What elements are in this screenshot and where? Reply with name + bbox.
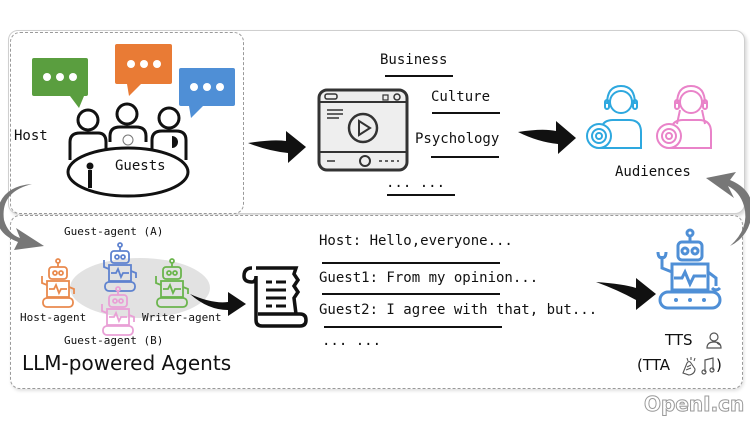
arrow-right-icon [248, 131, 306, 163]
audiences-label: Audiences [615, 164, 691, 180]
host-label: Host [14, 128, 48, 144]
audience-listener-icon [586, 84, 642, 149]
speech-bubble-icon [115, 44, 172, 96]
arrow-right-icon [596, 278, 656, 310]
script-scroll-icon [242, 266, 308, 328]
guest-agent-b-robot-icon [101, 286, 135, 336]
tta-label: (TTA [637, 356, 671, 374]
speech-bubble-icon [179, 68, 235, 118]
audience-listener-icon [656, 84, 712, 149]
script-underline [324, 326, 502, 328]
script-line-more: ... ... [322, 333, 382, 349]
topic-culture: Culture [431, 89, 491, 105]
guest-agent-a-label: Guest-agent (A) [64, 225, 164, 238]
topic-underline [385, 75, 453, 77]
clapping-hands-icon [682, 357, 696, 376]
guests-label: Guests [115, 158, 166, 174]
topic-more: ... ... [386, 175, 446, 191]
topic-underline [432, 112, 500, 114]
music-note-icon [701, 357, 715, 375]
media-player-icon [317, 88, 409, 172]
agents-title: LLM-powered Agents [22, 351, 232, 375]
speech-bubble-icon [32, 58, 88, 108]
topic-business: Business [380, 52, 448, 68]
script-underline [322, 293, 500, 295]
topic-underline [431, 156, 499, 158]
tts-label: TTS [665, 331, 693, 349]
script-underline [322, 262, 500, 264]
writer-agent-robot-icon [155, 258, 189, 308]
script-line-host: Host: Hello,everyone... [319, 233, 513, 249]
round-table-people-icon [66, 102, 190, 198]
topic-underline [387, 194, 455, 196]
host-agent-label: Host-agent [20, 311, 87, 324]
topic-psychology: Psychology [415, 131, 500, 147]
guest-agent-b-label: Guest-agent (B) [64, 334, 164, 347]
curved-arrow-down-icon [0, 184, 44, 250]
host-agent-robot-icon [41, 258, 75, 308]
watermark: OpenI.cn [643, 392, 745, 417]
script-line-guest1: Guest1: From my opinion... [319, 270, 539, 286]
curved-arrow-up-icon [706, 172, 750, 246]
person-headset-icon [706, 332, 722, 349]
tta-close: ) [716, 356, 722, 374]
writer-agent-label: Writer-agent [142, 311, 222, 324]
arrow-right-icon [518, 121, 576, 154]
script-line-guest2: Guest2: I agree with that, but... [319, 302, 598, 318]
arrow-right-icon [190, 292, 246, 316]
tts-robot-icon [656, 228, 722, 310]
